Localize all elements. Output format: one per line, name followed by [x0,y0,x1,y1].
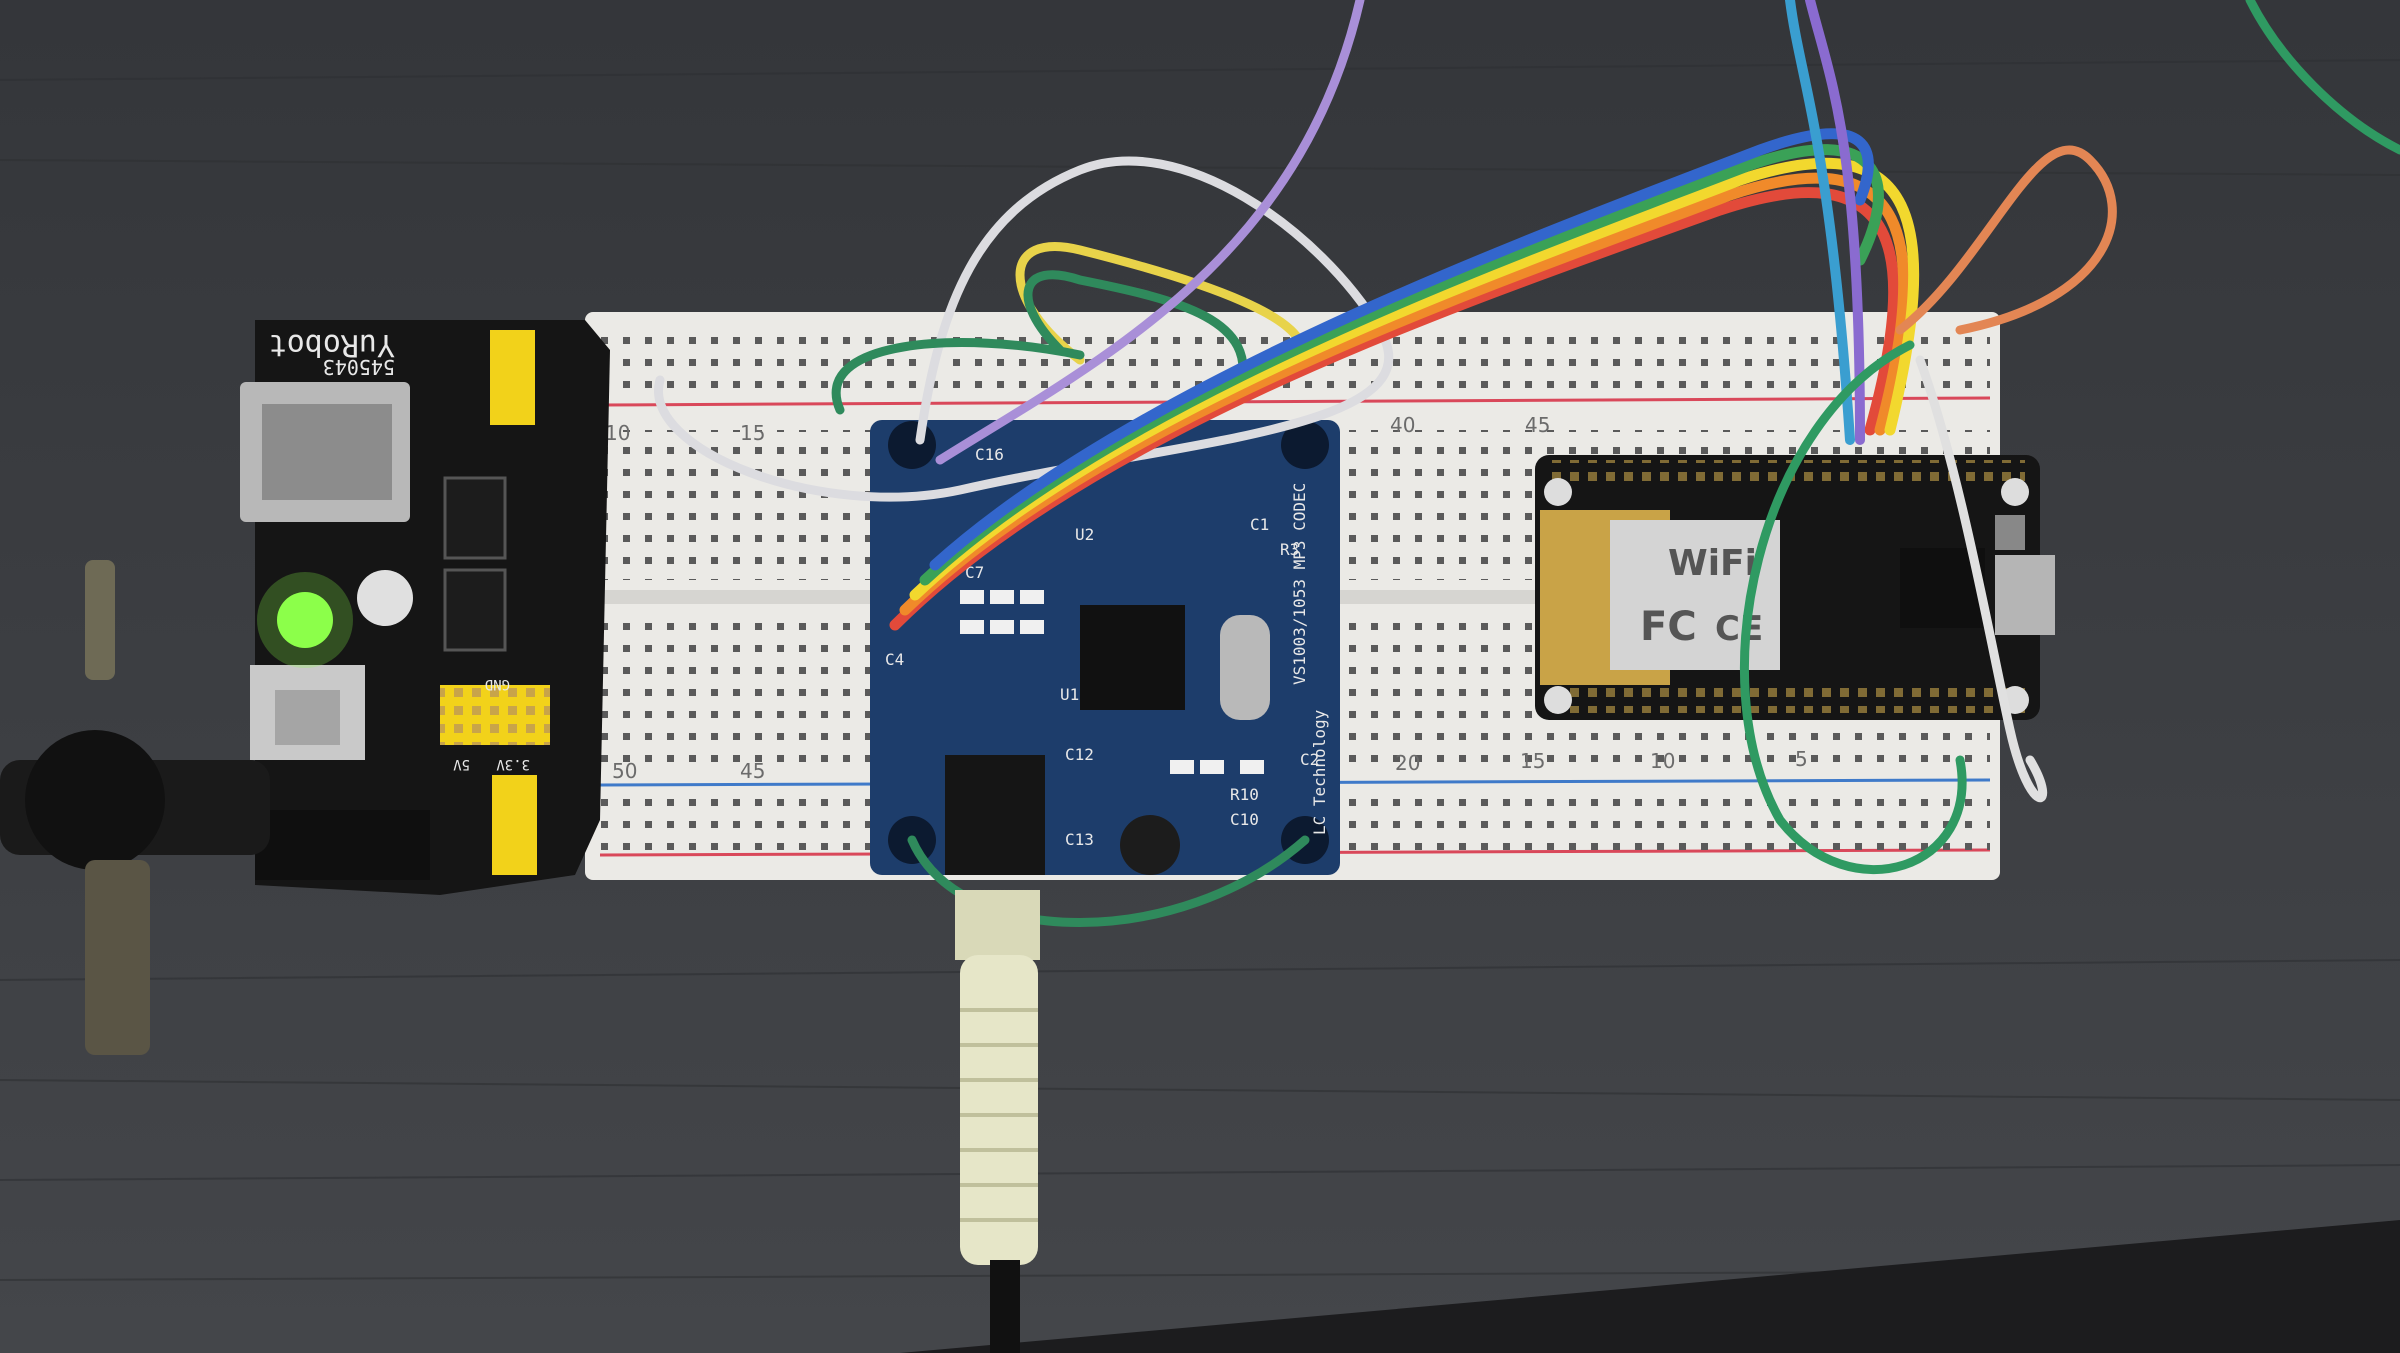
power-module-gnd-label: GND [485,676,510,692]
power-module-5v-label: 5V [453,756,470,772]
bb-bottom-number-2: 45 [740,759,765,783]
mp3-label-c12: C12 [1065,745,1094,764]
bb-top-number-4: 40 [1390,413,1415,437]
mp3-label-c7: C7 [965,563,984,582]
power-module-brand: YuRobot [269,327,395,362]
wire-top-blue [1785,0,1855,445]
fc-label: FC [1640,604,1697,650]
mp3-chip-label: VS1003/1053 MP3 CODEC [1290,483,1309,685]
mp3-label-c1: C1 [1250,515,1269,534]
power-led [277,592,333,648]
bb-top-number-2: 15 [740,421,765,445]
wire-green-long [1740,340,1967,874]
wire-top-purple [1805,0,1865,445]
power-module: YuRobot 545043 GND 3.3V 5V [240,320,610,895]
mp3-module: LC Technology VS1003/1053 MP3 CODEC C16 … [870,420,1340,875]
mp3-label-u1: U1 [1060,685,1079,704]
bb-top-number-1: 10 [605,421,630,445]
mp3-label-r3: R3 [1280,540,1299,559]
mp3-main-chip [1080,605,1185,710]
power-module-3v3-label: 3.3V [496,756,530,772]
audio-cable [990,1260,1020,1353]
bb-bottom-number-1: 50 [612,759,637,783]
bb-top-number-3: 45 [1525,413,1550,437]
wire-green-bottom [907,835,1310,927]
power-button[interactable] [275,690,340,745]
wire-rainbow-yellow [909,157,1920,601]
ce-label: CE [1715,609,1763,649]
wire-green-loop [1023,270,1248,395]
mp3-label-c2: C2 [1300,750,1319,769]
mp3-label-c13: C13 [1065,830,1094,849]
wire-white-right [1915,355,2048,803]
dc-barrel-plug [0,560,270,1055]
wire-rainbow-green [919,144,1884,586]
desk-edge [900,1220,2400,1353]
mp3-label-c16: C16 [975,445,1004,464]
bb-bottom-number-5: 10 [1650,749,1675,773]
bb-bottom-number-4: 15 [1520,749,1545,773]
wire-white-loop [654,156,1393,502]
wire-rainbow-blue [929,128,1874,571]
mp3-label-c10: C10 [1230,810,1259,829]
audio-plug [955,890,1040,1353]
capacitor [357,570,413,626]
wire-green-topright [2245,0,2400,155]
bb-bottom-number-6: 5 [1795,747,1808,771]
mp3-label-u2: U2 [1075,525,1094,544]
wire-green-mp3 [831,338,1085,415]
mp3-maker-label: LC Technology [1310,709,1329,835]
microphone [1120,815,1180,875]
micro-usb-port [1995,555,2055,635]
wire-purple [935,0,1365,465]
wire-rainbow-orange [899,172,1910,616]
jumper-wires [654,0,2400,927]
mp3-label-c4: C4 [885,650,904,669]
bb-bottom-number-3: 20 [1395,751,1420,775]
wifi-board: WiFi FC CE [1535,455,2055,720]
wire-orange-loop [1895,145,2117,335]
mp3-label-r10: R10 [1230,785,1259,804]
wifi-label: WiFi [1668,543,1757,584]
power-module-model: 545043 [323,355,395,379]
